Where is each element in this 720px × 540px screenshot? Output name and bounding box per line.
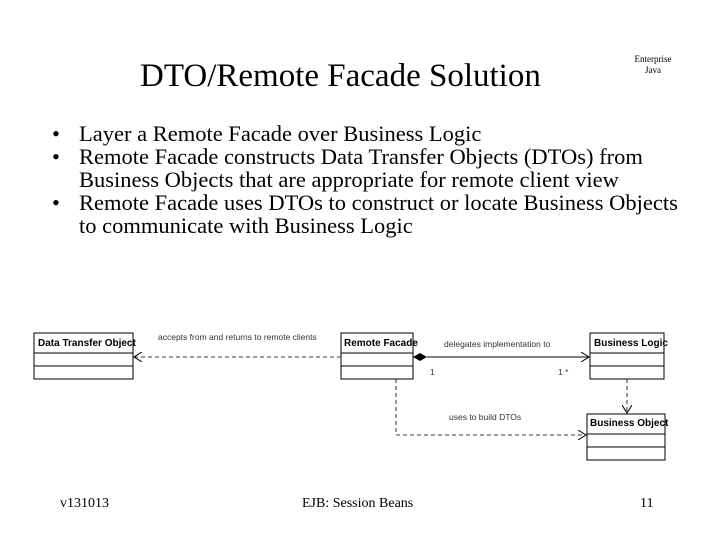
corner-label: Enterprise Java: [628, 54, 678, 76]
class-name-data-transfer-object: Data Transfer Object: [38, 338, 136, 349]
class-name-business-logic: Business Logic: [594, 338, 668, 349]
bullet-item-2: Remote Facade constructs Data Transfer O…: [52, 145, 692, 191]
class-business-logic: Business Logic: [589, 332, 668, 380]
bullet-item-1: Layer a Remote Facade over Business Logi…: [52, 122, 692, 145]
class-name-business-object: Business Object: [590, 418, 669, 429]
class-business-object: Business Object: [586, 413, 669, 461]
corner-label-line-1: Enterprise: [634, 54, 672, 64]
class-name-remote-facade: Remote Facade: [344, 338, 418, 349]
footer-course: EJB: Session Beans: [302, 496, 414, 511]
usage-label: uses to build DTOs: [449, 412, 521, 422]
footer-version: v131013: [60, 496, 109, 511]
multiplicity-target: 1 *: [558, 367, 569, 377]
bullet-list: Layer a Remote Facade over Business Logi…: [52, 122, 692, 237]
footer-page-number: 11: [640, 496, 654, 511]
multiplicity-source: 1: [430, 367, 435, 377]
class-data-transfer-object: Data Transfer Object: [33, 332, 136, 380]
corner-label-line-2: Java: [645, 65, 661, 75]
uml-diagram: Data Transfer Object Remote Facade Busin…: [33, 332, 669, 461]
delegation-label: delegates implementation to: [444, 339, 551, 349]
class-remote-facade: Remote Facade: [340, 332, 418, 380]
composition-diamond-icon: [413, 353, 427, 361]
bullet-item-3: Remote Facade uses DTOs to construct or …: [52, 191, 692, 237]
usage-line: [395, 379, 586, 435]
dto-link-label: accepts from and returns to remote clien…: [158, 332, 317, 342]
slide-title: DTO/Remote Facade Solution: [140, 58, 541, 94]
